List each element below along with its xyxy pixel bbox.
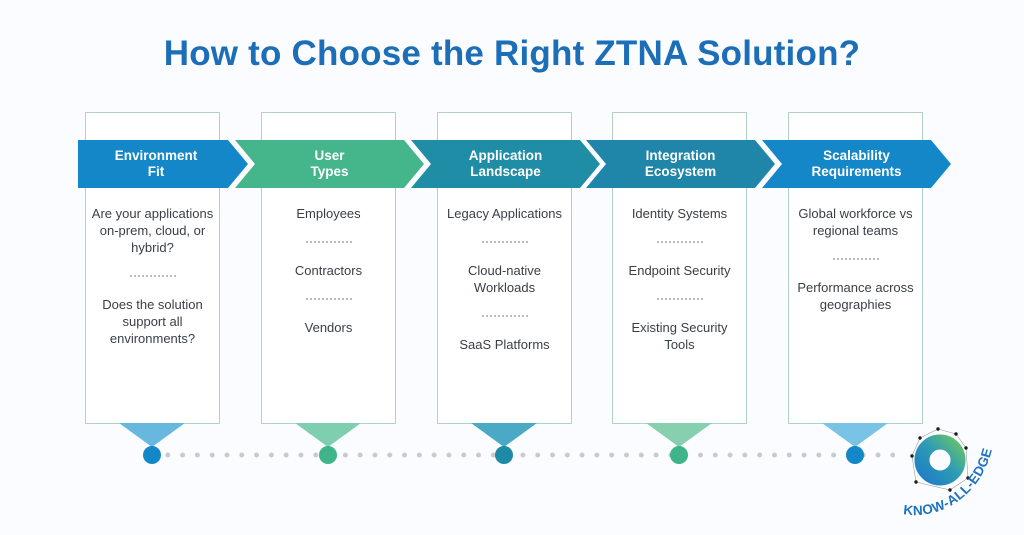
column-header-line: Application xyxy=(468,148,543,163)
column-header-line: Integration xyxy=(645,148,716,163)
column-header-arrow: User Types xyxy=(235,140,424,188)
dotted-separator xyxy=(481,315,528,317)
column-item: Identity Systems xyxy=(631,206,728,221)
pointer-triangle xyxy=(822,423,888,447)
column-item: Vendors xyxy=(304,320,353,335)
column-header-line: Requirements xyxy=(811,164,902,179)
column-item: Contractors xyxy=(294,263,363,278)
column-item: Are your applications on-prem, cloud, or… xyxy=(91,206,214,255)
dotted-separator xyxy=(305,241,352,243)
dotted-separator xyxy=(129,275,176,277)
column-header-line: Scalability xyxy=(823,148,890,163)
timeline-dot xyxy=(846,446,864,464)
column-item: Performance across geographies xyxy=(797,280,914,312)
column-header-line: Environment xyxy=(114,148,198,163)
column-item: Cloud-native Workloads xyxy=(468,263,541,295)
globe-torus-icon xyxy=(910,427,970,492)
timeline-dot xyxy=(495,446,513,464)
column-item: Global workforce vs regional teams xyxy=(798,206,913,238)
column-item: Existing Security Tools xyxy=(631,320,728,352)
dotted-separator xyxy=(305,298,352,300)
pointer-triangle xyxy=(471,423,537,447)
timeline-dot xyxy=(670,446,688,464)
column-header-arrow: Integration Ecosystem xyxy=(586,140,775,188)
column-item: Legacy Applications xyxy=(447,206,562,221)
timeline-dot xyxy=(319,446,337,464)
column-header-line: User xyxy=(314,148,345,163)
page-title: How to Choose the Right ZTNA Solution? xyxy=(163,34,861,73)
column-header-arrow: Scalability Requirements xyxy=(762,140,951,188)
column-header-arrow: Application Landscape xyxy=(411,140,600,188)
dotted-separator xyxy=(481,241,528,243)
pointer-triangle xyxy=(119,423,185,447)
column-header-line: Fit xyxy=(147,164,165,179)
column-item: SaaS Platforms xyxy=(459,337,550,352)
column-header-line: Types xyxy=(310,164,349,179)
timeline-dotted-line xyxy=(150,452,895,458)
know-all-edge-logo: KNOW-ALL-EDGE xyxy=(903,427,995,518)
column-header-line: Landscape xyxy=(470,164,541,179)
column-header-line: Ecosystem xyxy=(644,164,717,179)
dotted-separator xyxy=(656,241,703,243)
dotted-separator xyxy=(832,258,879,260)
column-item: Endpoint Security xyxy=(628,263,731,278)
dotted-separator xyxy=(656,298,703,300)
column-item: Employees xyxy=(296,206,361,221)
column-header-arrow: Environment Fit xyxy=(78,140,248,188)
column-item: Does the solution support all environmen… xyxy=(102,297,203,346)
pointer-triangle xyxy=(295,423,361,447)
pointer-triangle xyxy=(646,423,712,447)
timeline-dot xyxy=(143,446,161,464)
